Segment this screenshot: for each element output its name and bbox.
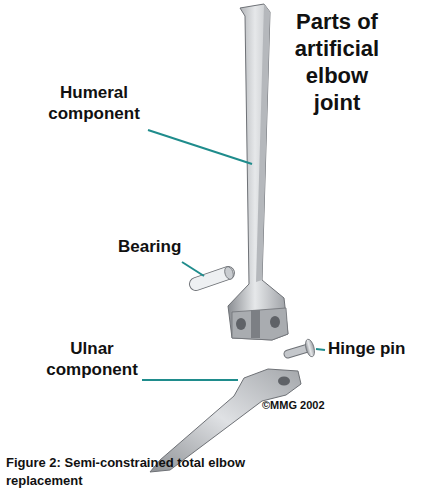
part-label: Ulnar component — [40, 338, 144, 380]
hinge-pin-shape — [288, 338, 316, 357]
part-label: Humeral component — [38, 82, 150, 124]
part-label: Bearing — [118, 236, 181, 257]
copyright-note: ©MMG 2002 — [262, 398, 325, 412]
part-label: Hinge pin — [328, 338, 405, 359]
figure-caption: Figure 2: Semi-constrained total elbow r… — [6, 454, 246, 490]
diagram-title: Parts of artificial elbow joint — [284, 8, 390, 116]
humeral-component-shape — [228, 4, 288, 340]
